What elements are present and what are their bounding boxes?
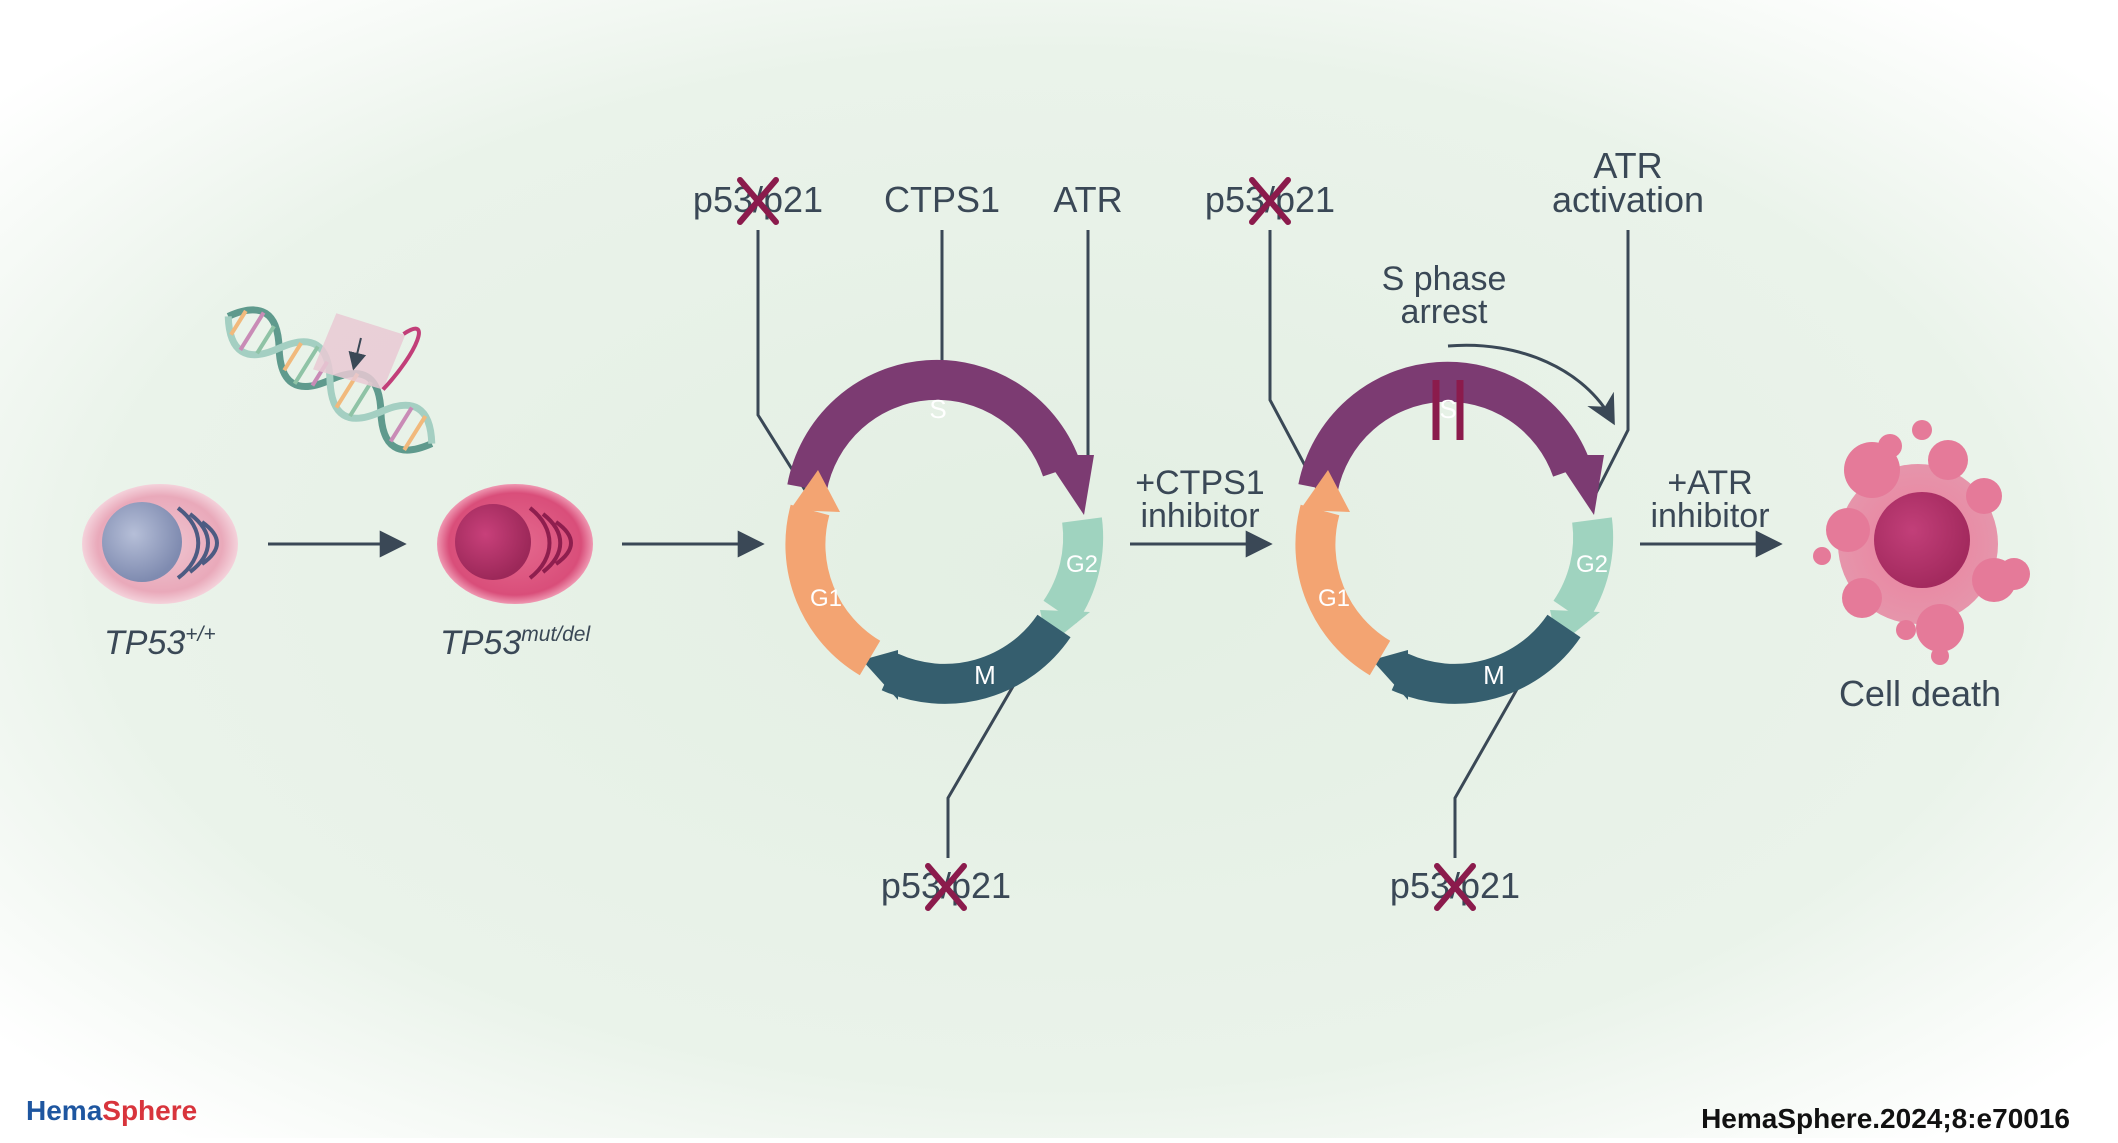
citation-text: HemaSphere.2024;8:e70016 bbox=[1701, 1103, 2070, 1134]
atr-inhibitor-line2: inhibitor bbox=[1650, 497, 1769, 535]
cell-death-label: Cell death bbox=[1839, 673, 2001, 714]
cross-icon bbox=[1434, 863, 1476, 911]
s-phase-arrest-line2: arrest bbox=[1401, 293, 1488, 331]
s-phase-arrest-line1: S phase bbox=[1382, 260, 1507, 298]
cross-icon bbox=[737, 177, 779, 225]
m-phase-arc-2 bbox=[1391, 614, 1581, 704]
m-phase-label-2: M bbox=[1483, 660, 1505, 690]
m-phase-label: M bbox=[974, 660, 996, 690]
ctps1-inhibitor-line1: +CTPS1 bbox=[1135, 464, 1264, 502]
dying-cell bbox=[1813, 420, 2030, 665]
ctps1-label: CTPS1 bbox=[884, 179, 1000, 220]
g1-phase-arc bbox=[785, 504, 881, 676]
g1-phase-label-2: G1 bbox=[1318, 585, 1350, 612]
s-phase-label: S bbox=[929, 394, 946, 424]
g1-phase-label: G1 bbox=[810, 585, 842, 612]
p53-connector-bottom bbox=[946, 639, 1042, 858]
arrest-arrow bbox=[1447, 343, 1615, 426]
s-phase-label-2: S bbox=[1439, 394, 1456, 424]
g1-phase-arrowhead-2 bbox=[1300, 470, 1350, 512]
atr-activation-line2: activation bbox=[1552, 179, 1704, 220]
m-phase-arc bbox=[881, 614, 1071, 704]
hemasphere-logo: HemaSphere bbox=[26, 1095, 197, 1126]
dna-helix-icon bbox=[224, 306, 436, 454]
cross-icon bbox=[925, 863, 967, 911]
atr-activation-connector bbox=[1588, 230, 1630, 506]
ctps1-inhibitor-line2: inhibitor bbox=[1140, 497, 1259, 535]
m-phase-arrowhead-2 bbox=[1372, 650, 1408, 700]
s-phase-arrowhead-2 bbox=[1554, 455, 1604, 515]
atr-inhibitor-line1: +ATR bbox=[1667, 464, 1752, 502]
atr-label: ATR bbox=[1053, 179, 1122, 220]
g2-phase-label: G2 bbox=[1066, 551, 1098, 578]
g2-phase-arc-2 bbox=[1553, 517, 1614, 624]
g1-phase-arc-2 bbox=[1295, 504, 1391, 676]
atr-activation-line1: ATR bbox=[1593, 145, 1662, 186]
p53-connector-top-2 bbox=[1268, 230, 1320, 491]
g2-phase-arc bbox=[1043, 517, 1104, 624]
tp53-mutant-label: TP53mut/del bbox=[440, 623, 591, 662]
g2-phase-label-2: G2 bbox=[1576, 551, 1608, 578]
s-phase-block-icon bbox=[1432, 380, 1464, 440]
p53-connector-top bbox=[756, 230, 807, 491]
m-phase-arrowhead bbox=[862, 650, 898, 700]
cell-cycle-1: S G2 M G1 p53/p21 CTPS1 ATR p53/p21 bbox=[693, 177, 1123, 911]
g1-phase-arrowhead bbox=[790, 470, 840, 512]
cross-icon bbox=[1249, 177, 1291, 225]
cell-cycle-2: S G2 M G1 p53/p21 ATR activation S phase… bbox=[1205, 145, 1704, 911]
tp53-wildtype-label: TP53+/+ bbox=[104, 623, 216, 662]
normal-cell bbox=[82, 484, 238, 604]
mutant-cell bbox=[437, 484, 593, 604]
p53-connector-bottom-2 bbox=[1453, 639, 1547, 858]
s-phase-arc bbox=[787, 359, 1081, 493]
s-phase-arrowhead bbox=[1044, 455, 1094, 515]
